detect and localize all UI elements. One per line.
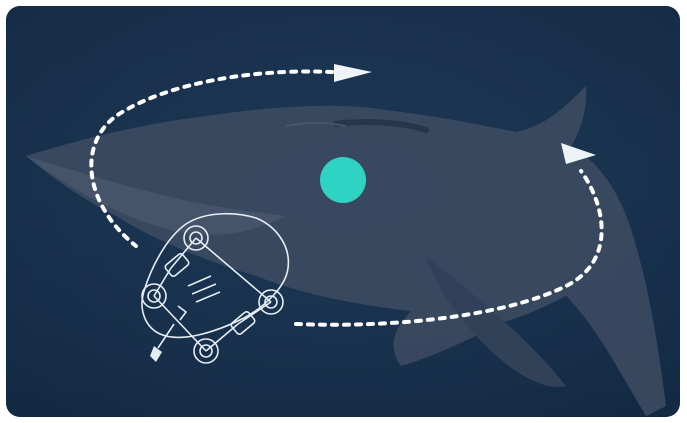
scene-card [6, 6, 680, 417]
scene-illustration [6, 6, 680, 417]
target-marker [320, 157, 366, 203]
